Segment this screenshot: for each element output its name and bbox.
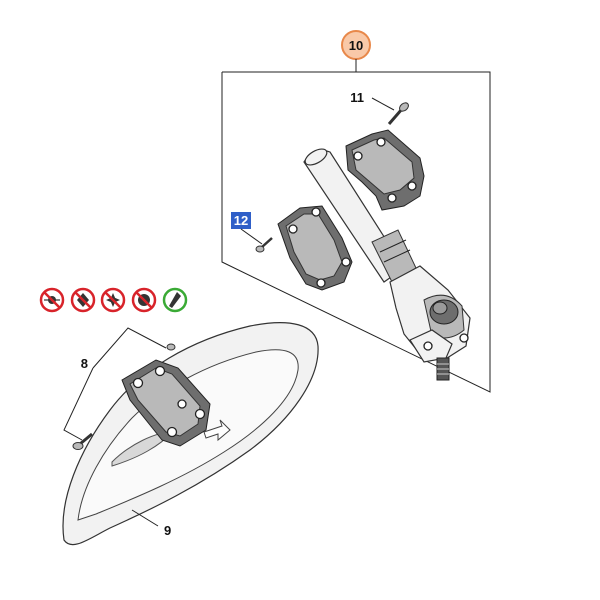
lower-clamp — [277, 205, 353, 291]
callout-12[interactable]: 12 — [231, 212, 251, 229]
callout-8-leader-top — [92, 327, 167, 369]
no-grass-blade-icon — [70, 287, 96, 313]
assembly-10-frame — [221, 71, 491, 393]
callout-10-label: 10 — [349, 38, 363, 53]
gear-head — [389, 265, 471, 363]
guard-mount-bracket — [121, 359, 211, 447]
callout-9[interactable]: 9 — [164, 523, 171, 538]
no-brush-knife-icon — [100, 287, 126, 313]
screw-12 — [255, 237, 273, 253]
usage-icons-row — [39, 287, 188, 313]
callout-8[interactable]: 8 — [81, 356, 88, 371]
upper-clamp — [345, 129, 425, 211]
direction-arrow-icon — [203, 419, 231, 442]
screw-11 — [387, 102, 409, 125]
callout-12-label: 12 — [234, 213, 248, 228]
callout-12-leader — [240, 228, 263, 245]
pivoting-deflector-allowed-icon — [162, 287, 188, 313]
screw-8-bottom — [72, 432, 93, 450]
callout-9-leader — [131, 509, 159, 527]
callout-8-leader-bottom — [63, 367, 94, 441]
callout-11-leader — [371, 97, 395, 111]
callout-11[interactable]: 11 — [350, 90, 364, 105]
callout-12-highlight — [231, 212, 251, 229]
screw-8-top — [166, 343, 176, 351]
no-line-head-icon — [39, 287, 65, 313]
no-saw-blade-icon — [131, 287, 157, 313]
output-shaft — [436, 357, 450, 381]
callout-10[interactable]: 10 — [341, 30, 371, 60]
